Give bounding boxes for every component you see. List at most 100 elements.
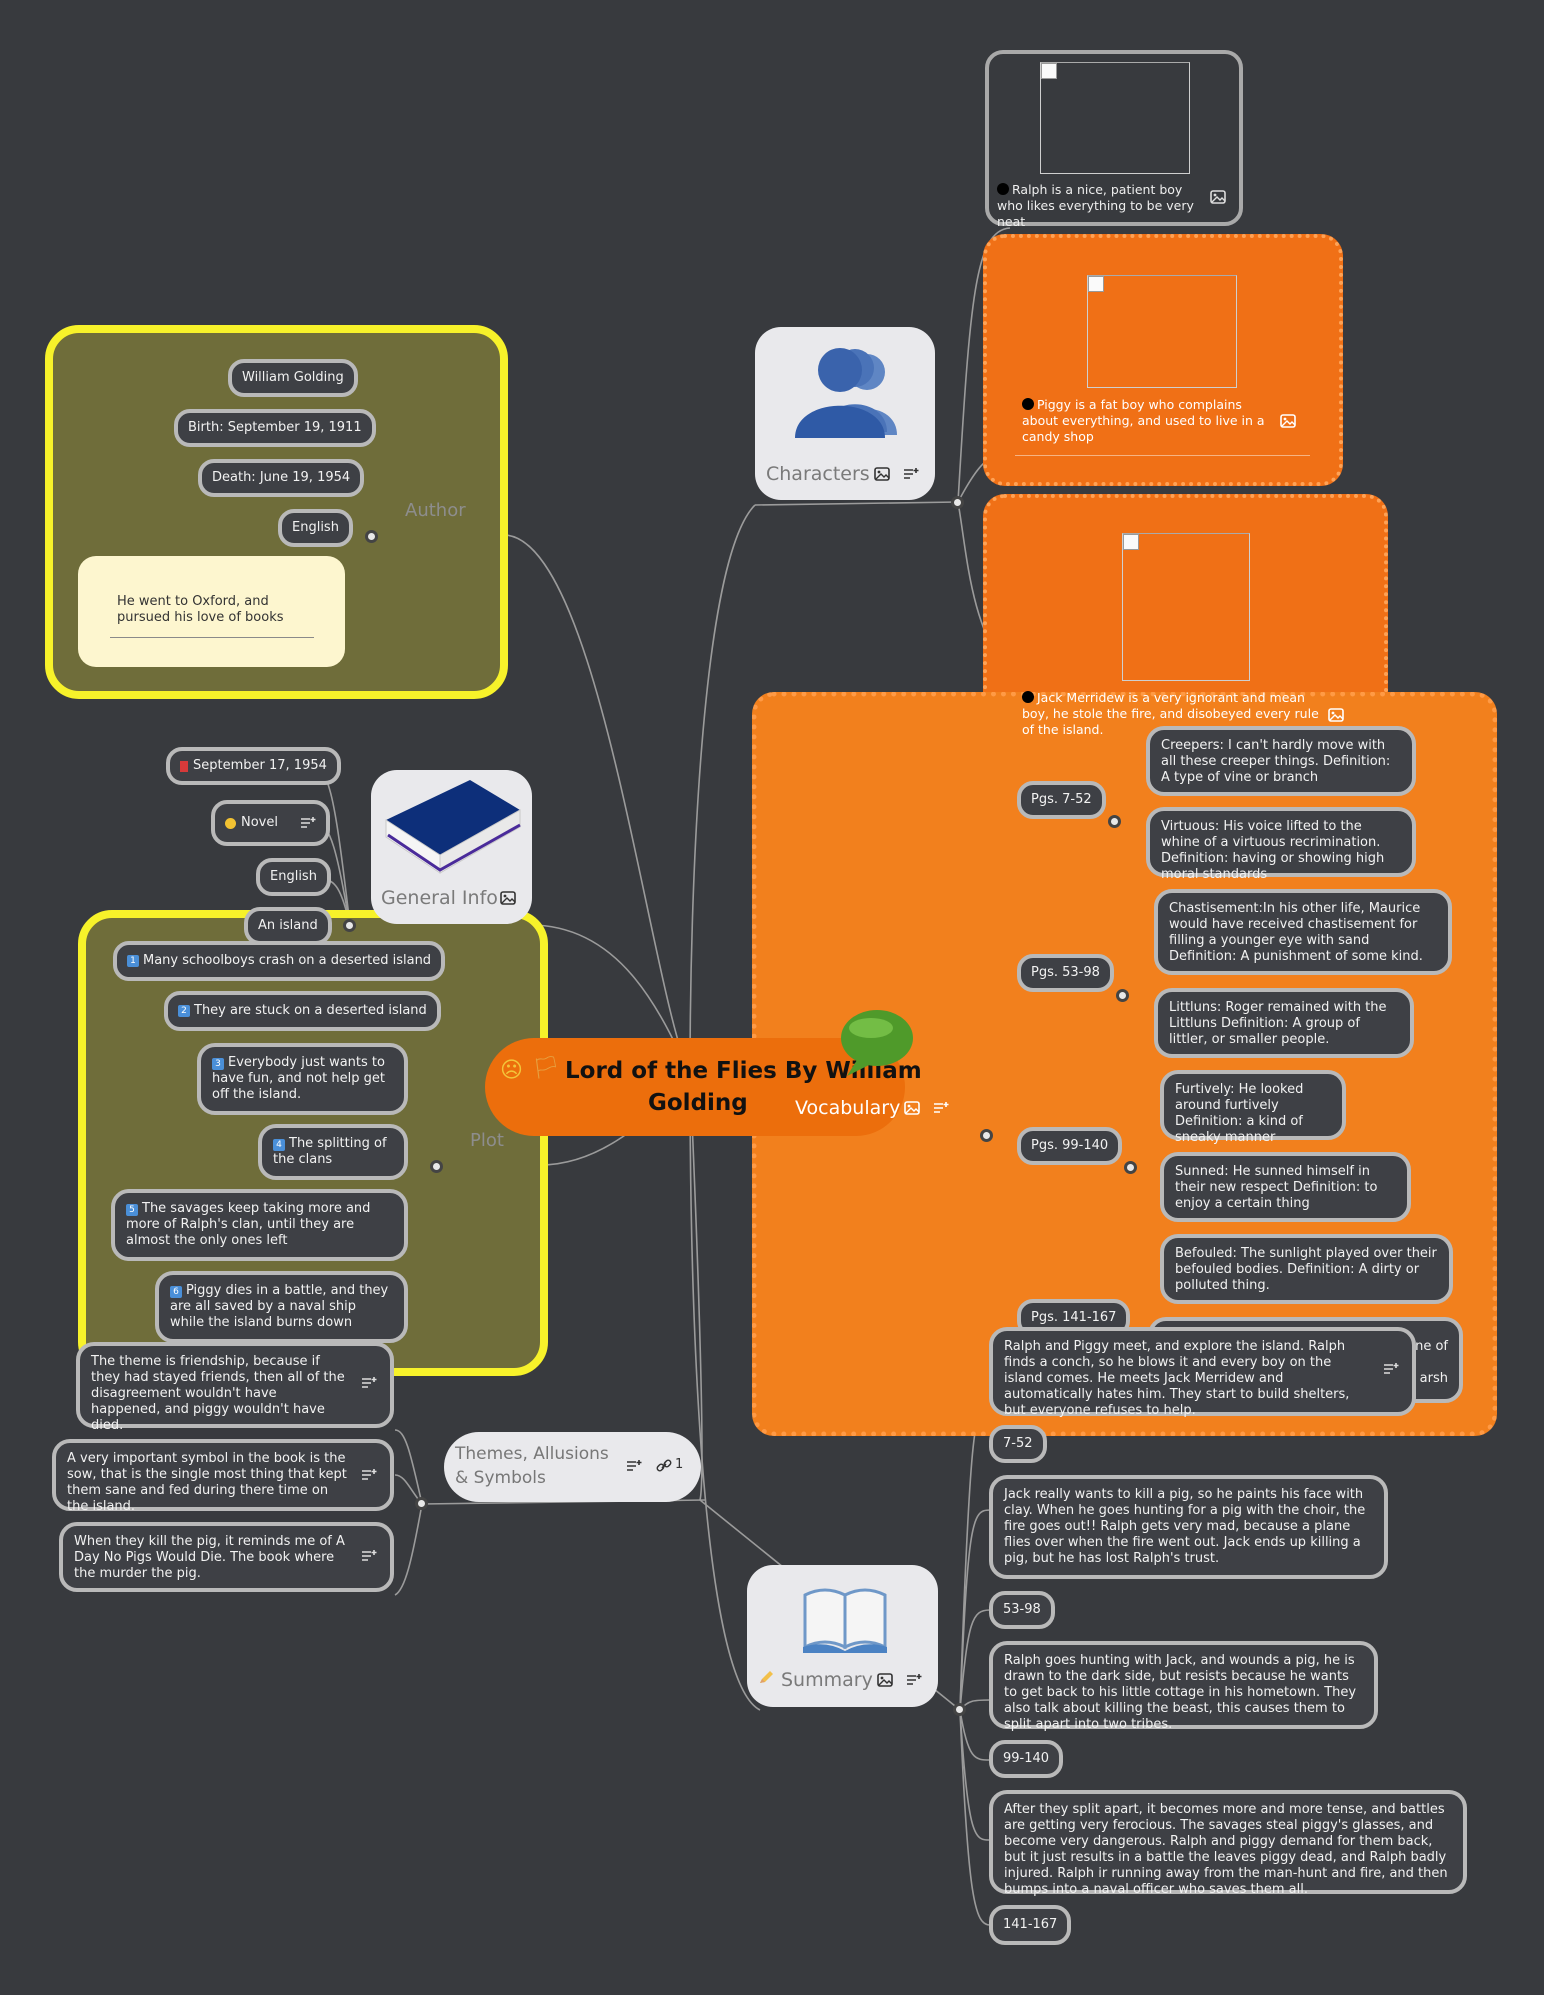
plot-item-text: The splitting of the clans bbox=[273, 1136, 387, 1167]
vocab-word[interactable]: Furtively: He looked around furtively De… bbox=[1160, 1070, 1346, 1145]
summary-pages[interactable]: 141-167 bbox=[989, 1905, 1072, 1945]
author-note-text: He went to Oxford, and pursued his love … bbox=[117, 594, 284, 625]
vocab-word[interactable]: Virtuous: His voice lifted to the whine … bbox=[1146, 807, 1416, 882]
vocab-pages[interactable]: Pgs. 99-140 bbox=[1017, 1127, 1123, 1165]
notes-icon[interactable] bbox=[906, 1673, 922, 1687]
characters-connector-dot[interactable] bbox=[951, 496, 964, 509]
author-connector-dot[interactable] bbox=[365, 530, 378, 543]
notes-icon[interactable] bbox=[361, 1376, 377, 1390]
piggy-image bbox=[1087, 275, 1237, 388]
author-note[interactable] bbox=[78, 556, 345, 667]
theme-item-text: When they kill the pig, it reminds me of… bbox=[74, 1534, 345, 1581]
vocab-word-fragment: arsh bbox=[1419, 1371, 1448, 1386]
flag-icon: 🏳 bbox=[532, 1056, 560, 1081]
vocabulary-label[interactable]: Vocabulary bbox=[795, 1097, 901, 1119]
keycap-4-icon: 4 bbox=[273, 1139, 285, 1151]
plot-label[interactable]: Plot bbox=[470, 1130, 504, 1151]
notes-icon[interactable] bbox=[626, 1459, 642, 1473]
vocab-pages[interactable]: Pgs. 53-98 bbox=[1017, 954, 1114, 992]
image-icon[interactable] bbox=[1328, 708, 1344, 722]
language[interactable]: English bbox=[256, 858, 331, 896]
ralph-image bbox=[1040, 62, 1190, 174]
vocab-group-dot[interactable] bbox=[1116, 989, 1129, 1002]
author-item[interactable]: Death: June 19, 1954 bbox=[198, 459, 365, 497]
characters-label: Characters bbox=[766, 463, 870, 485]
author-item[interactable]: Birth: September 19, 1911 bbox=[174, 409, 376, 447]
plot-item-text: Piggy dies in a battle, and they are all… bbox=[170, 1283, 389, 1330]
summary-pages[interactable]: 53-98 bbox=[989, 1591, 1055, 1629]
publish-date[interactable]: September 17, 1954 bbox=[166, 747, 341, 785]
vocab-word[interactable]: Sunned: He sunned himself in their new r… bbox=[1160, 1152, 1411, 1222]
vocab-group-dot[interactable] bbox=[1108, 815, 1121, 828]
summary-pages[interactable]: 99-140 bbox=[989, 1740, 1064, 1778]
ralph-desc: Ralph is a nice, patient boy who likes e… bbox=[997, 182, 1194, 229]
keycap-5-icon: 5 bbox=[126, 1204, 138, 1216]
ralph-card[interactable] bbox=[985, 50, 1243, 226]
piggy-desc: Piggy is a fat boy who complains about e… bbox=[1022, 397, 1265, 444]
author-label[interactable]: Author bbox=[405, 500, 466, 521]
themes-connector-dot[interactable] bbox=[415, 1497, 428, 1510]
plot-item-text: Everybody just wants to have fun, and no… bbox=[212, 1055, 385, 1102]
link-icon[interactable] bbox=[656, 1459, 672, 1473]
author-item[interactable]: English bbox=[278, 509, 353, 547]
theme-item[interactable]: When they kill the pig, it reminds me of… bbox=[59, 1522, 394, 1592]
image-icon[interactable] bbox=[1210, 190, 1226, 204]
setting[interactable]: An island bbox=[244, 907, 332, 945]
author-item[interactable]: William Golding bbox=[228, 359, 358, 397]
notes-icon[interactable] bbox=[361, 1549, 377, 1563]
summary-item-text: Ralph goes hunting with Jack, and wounds… bbox=[1004, 1653, 1357, 1732]
smiley-icon bbox=[225, 817, 236, 829]
vocab-pages[interactable]: Pgs. 7-52 bbox=[1017, 781, 1106, 819]
general-info-connector-dot[interactable] bbox=[343, 919, 356, 932]
summary-item-text: Ralph and Piggy meet, and explore the is… bbox=[1004, 1339, 1350, 1418]
keycap-6-icon: 6 bbox=[170, 1286, 182, 1298]
notes-icon[interactable] bbox=[903, 467, 919, 481]
image-icon[interactable] bbox=[500, 891, 516, 905]
notes-icon[interactable] bbox=[933, 1101, 949, 1115]
image-icon[interactable] bbox=[877, 1673, 893, 1687]
summary-item[interactable]: After they split apart, it becomes more … bbox=[989, 1790, 1467, 1897]
summary-pages[interactable]: 7-52 bbox=[989, 1425, 1047, 1463]
genre-text: Novel bbox=[241, 815, 278, 830]
theme-item[interactable]: The theme is friendship, because if they… bbox=[76, 1342, 394, 1433]
link-count: 1 bbox=[675, 1457, 684, 1472]
bullet-icon bbox=[1022, 398, 1034, 410]
image-icon[interactable] bbox=[1280, 414, 1296, 428]
vocab-word[interactable]: Creepers: I can't hardly move with all t… bbox=[1146, 726, 1416, 796]
summary-item[interactable]: Ralph and Piggy meet, and explore the is… bbox=[989, 1327, 1416, 1418]
pencil-icon bbox=[760, 1671, 773, 1683]
central-topic[interactable] bbox=[485, 1038, 905, 1136]
vocab-group-dot[interactable] bbox=[1124, 1161, 1137, 1174]
notes-icon[interactable] bbox=[300, 816, 316, 830]
author-note-underline bbox=[110, 637, 314, 638]
summary-connector-dot[interactable] bbox=[953, 1703, 966, 1716]
plot-item-text: Many schoolboys crash on a deserted isla… bbox=[143, 953, 432, 968]
plot-connector-dot[interactable] bbox=[430, 1160, 443, 1173]
summary-item[interactable]: Jack really wants to kill a pig, so he p… bbox=[989, 1475, 1388, 1579]
bullet-icon bbox=[997, 183, 1009, 195]
genre[interactable]: Novel bbox=[211, 800, 330, 846]
vocab-word[interactable]: Chastisement:In his other life, Maurice … bbox=[1154, 889, 1452, 975]
vocabulary-connector-dot[interactable] bbox=[980, 1129, 993, 1142]
vocab-word[interactable]: Befouled: The sunlight played over their… bbox=[1160, 1234, 1453, 1304]
image-icon[interactable] bbox=[874, 467, 890, 481]
publish-date-text: September 17, 1954 bbox=[193, 758, 327, 773]
summary-item[interactable]: Ralph goes hunting with Jack, and wounds… bbox=[989, 1641, 1378, 1732]
theme-item-text: A very important symbol in the book is t… bbox=[67, 1451, 347, 1514]
themes-label-line2: & Symbols bbox=[455, 1468, 546, 1488]
red-book-icon bbox=[180, 760, 188, 772]
jack-image bbox=[1122, 533, 1250, 681]
vocab-word[interactable]: Littluns: Roger remained with the Littlu… bbox=[1154, 988, 1414, 1058]
theme-item[interactable]: A very important symbol in the book is t… bbox=[52, 1439, 394, 1514]
jack-text: Jack Merridew is a very ignorant and mea… bbox=[1022, 690, 1322, 738]
notes-icon[interactable] bbox=[1383, 1362, 1399, 1376]
notes-icon[interactable] bbox=[361, 1468, 377, 1482]
image-icon[interactable] bbox=[904, 1101, 920, 1115]
keycap-2-icon: 2 bbox=[178, 1005, 190, 1017]
